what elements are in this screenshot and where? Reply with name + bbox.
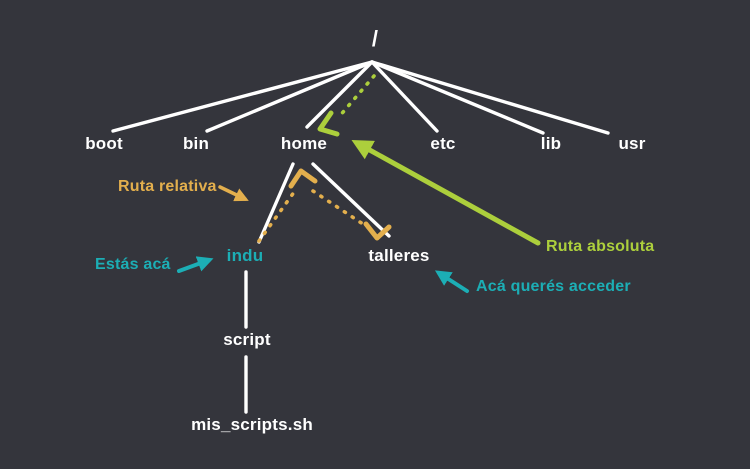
- ruta-absoluta-arrow-icon: [351, 139, 541, 246]
- ruta-relativa-arrow-icon: [218, 185, 249, 202]
- tree-node-bin: bin: [182, 134, 210, 153]
- edge-root-usr: [370, 60, 610, 135]
- absolute-path-dotted-line: [336, 74, 376, 120]
- relative-path-up-arrowhead-icon: [288, 168, 318, 189]
- edge-root-home: [305, 60, 374, 129]
- edge-home-talleres: [311, 162, 391, 238]
- tree-node-etc: etc: [430, 134, 456, 153]
- tree-node-script: script: [223, 330, 271, 349]
- ruta-absoluta-label: Ruta absoluta: [546, 238, 655, 255]
- relative-path-down-arrowhead-icon: [363, 221, 392, 241]
- edge-root-boot: [111, 60, 374, 133]
- tree-node-root: /: [371, 26, 379, 51]
- edge-home-indu: [257, 162, 295, 244]
- tree-node-talleres: talleres: [368, 246, 430, 265]
- ruta-relativa-label: Ruta relativa: [118, 178, 217, 195]
- estas-aca-label: Estás acá: [95, 256, 171, 273]
- tree-node-boot: boot: [85, 134, 123, 153]
- relative-path-dotted-down: [311, 189, 371, 230]
- edge-root-bin: [205, 60, 374, 133]
- relative-path-dotted-up: [257, 186, 299, 243]
- tree-node-home: home: [280, 134, 328, 153]
- aca-queres-acceder-label: Acá querés acceder: [476, 278, 631, 295]
- absolute-path-arrowhead-icon: [317, 110, 340, 137]
- edge-root-lib: [370, 60, 545, 135]
- tree-node-usr: usr: [618, 134, 646, 153]
- aca-queres-acceder-arrow-icon: [434, 270, 469, 293]
- estas-aca-arrow-icon: [177, 256, 214, 273]
- edge-root-etc: [370, 60, 439, 133]
- tree-node-lib: lib: [540, 134, 562, 153]
- tree-node-mis-scripts: mis_scripts.sh: [191, 415, 313, 434]
- tree-node-indu: indu: [226, 246, 264, 265]
